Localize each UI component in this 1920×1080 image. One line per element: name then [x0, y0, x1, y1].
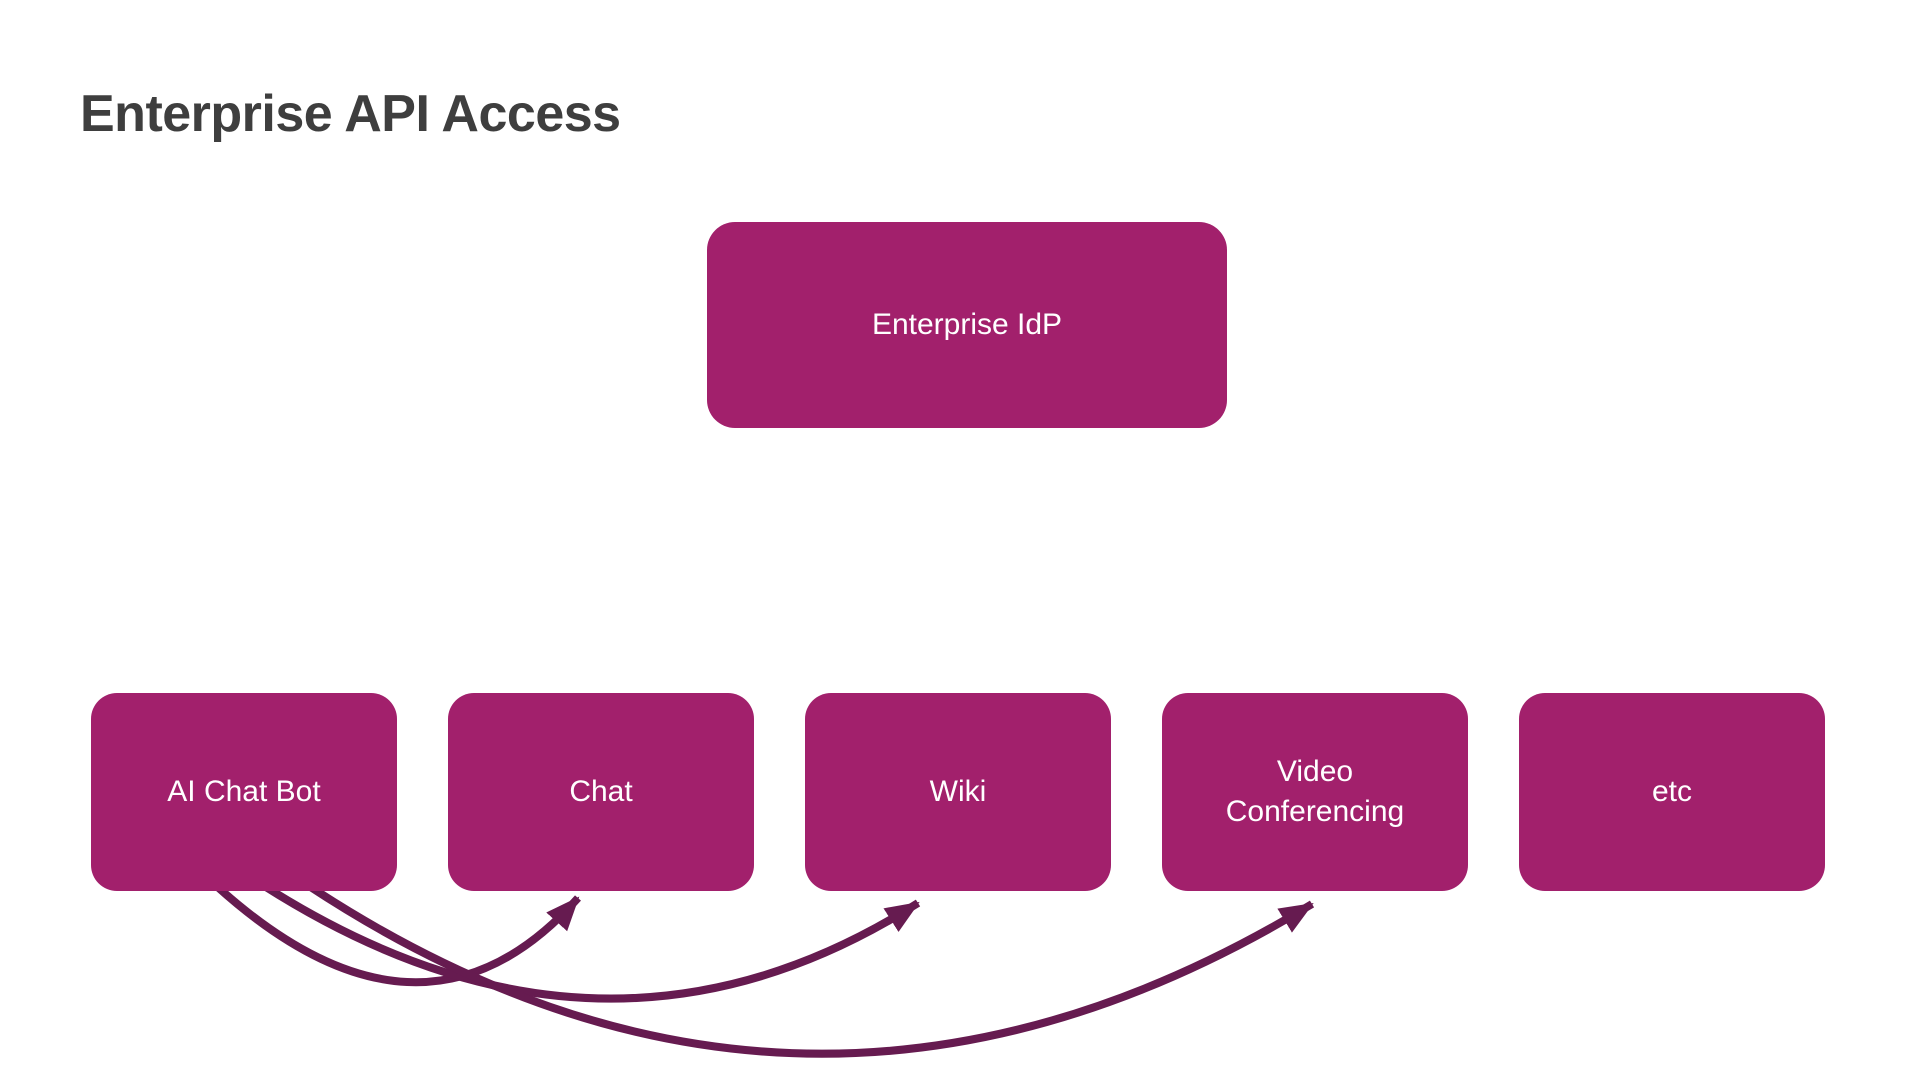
node-ai-chat-bot-label: AI Chat Bot: [167, 775, 321, 809]
node-etc-label: etc: [1651, 775, 1693, 809]
diagram-title: Enterprise API Access: [80, 85, 621, 143]
node-wiki: Wiki: [805, 693, 1111, 891]
node-chat-label: Chat: [569, 775, 633, 809]
node-video-conferencing-label: Video Conferencing: [1225, 755, 1405, 828]
arrow-ai-chat-bot-to-video-conferencing: [297, 876, 1315, 1058]
arrow-ai-chat-bot-to-wiki: [252, 876, 921, 1003]
node-video-conferencing: Video Conferencing: [1162, 693, 1468, 891]
node-enterprise-idp: Enterprise IdP: [707, 222, 1227, 428]
node-ai-chat-bot: AI Chat Bot: [91, 693, 397, 891]
arrow-ai-chat-bot-to-chat: [207, 877, 581, 987]
node-enterprise-idp-label: Enterprise IdP: [871, 308, 1063, 341]
node-wiki-label: Wiki: [929, 775, 987, 809]
node-chat: Chat: [448, 693, 754, 891]
node-etc: etc: [1519, 693, 1825, 891]
